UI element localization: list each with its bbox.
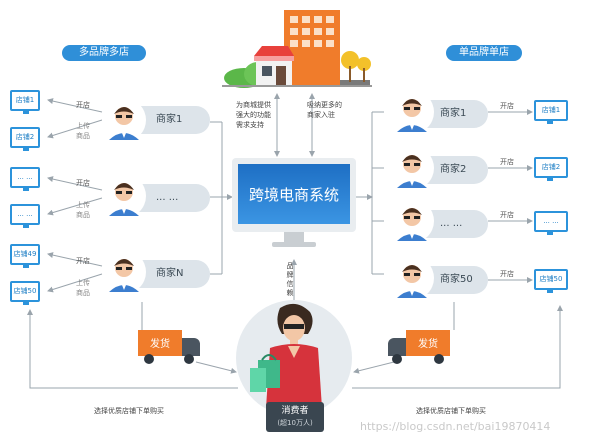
merchant-avatar-icon	[102, 250, 146, 294]
left-truck-icon: 发货	[138, 330, 204, 366]
left-upload-label-3: 上传 商品	[76, 278, 90, 298]
watermark-text: https://blog.csdn.net/bai19870414	[360, 420, 551, 433]
upload-line: 商品	[76, 132, 90, 140]
ship-label-right: 发货	[418, 339, 438, 350]
upload-line: 上传	[76, 279, 90, 287]
consumer-label-box: 消费者 (超10万人)	[266, 402, 324, 432]
consumer-circle	[236, 300, 352, 416]
left-open-label-3: 开店	[76, 257, 90, 265]
upload-line: 商品	[76, 289, 90, 297]
left-store-49[interactable]: 店铺49	[10, 244, 40, 268]
right-store-2[interactable]: 店铺2	[534, 157, 568, 181]
bottom-note-left: 选择优质店铺下单购买	[94, 407, 164, 415]
truck-cab	[182, 338, 200, 356]
right-truck-icon: 发货	[388, 330, 454, 366]
note-line: 商家入驻	[307, 111, 335, 119]
truck-cargo	[138, 330, 182, 356]
note-line: 需求支持	[236, 121, 264, 129]
truck-wheel	[392, 354, 402, 364]
truck-wheel	[434, 354, 444, 364]
merchant-name: 商家1	[440, 108, 467, 119]
note-line: 为商城提供	[236, 101, 271, 109]
single-brand-label: 单品牌单店	[446, 45, 522, 61]
merchant-avatar-icon	[102, 98, 146, 142]
truck-cargo	[406, 330, 450, 356]
merchant-avatar-icon	[390, 199, 434, 243]
merchant-name: 商家1	[156, 114, 183, 125]
merchant-name: ... ...	[156, 192, 179, 203]
right-store-50[interactable]: 店铺50	[534, 269, 568, 293]
merchant-avatar-icon	[390, 146, 434, 190]
mall-building-icon	[222, 10, 372, 88]
merchant-name: 商家50	[440, 274, 473, 285]
right-open-label-1: 开店	[500, 102, 514, 110]
right-open-label-2: 开店	[500, 158, 514, 166]
brand-credit-label: 品 牌 信 赖	[286, 262, 294, 298]
system-monitor: 跨境电商系统	[232, 158, 356, 248]
truck-cab	[388, 338, 406, 356]
upload-line: 上传	[76, 201, 90, 209]
center-note-right: 吸纳更多的 商家入驻	[307, 100, 342, 120]
note-line: 强大的功能	[236, 111, 271, 119]
left-store-3[interactable]: ... ...	[10, 167, 40, 191]
merchant-avatar-icon	[390, 256, 434, 300]
credit-char: 赖	[286, 289, 294, 297]
merchant-avatar-icon	[102, 174, 146, 218]
consumer-title: 消费者	[281, 406, 309, 416]
monitor-display	[238, 164, 350, 224]
merchant-name: ... ...	[440, 218, 463, 229]
left-open-label-1: 开店	[76, 101, 90, 109]
left-store-50[interactable]: 店铺50	[10, 281, 40, 305]
multi-brand-label: 多品牌多店	[62, 45, 146, 61]
upload-line: 商品	[76, 211, 90, 219]
right-open-label-3: 开店	[500, 211, 514, 219]
truck-wheel	[144, 354, 154, 364]
left-upload-label-2: 上传 商品	[76, 200, 90, 220]
left-open-label-2: 开店	[76, 179, 90, 187]
credit-char: 信	[286, 280, 294, 288]
upload-line: 上传	[76, 122, 90, 130]
merchant-name: 商家2	[440, 164, 467, 175]
right-open-label-4: 开店	[500, 270, 514, 278]
center-note-left: 为商城提供 强大的功能 需求支持	[236, 100, 271, 130]
left-store-2[interactable]: 店铺2	[10, 127, 40, 151]
system-title: 跨境电商系统	[248, 186, 339, 204]
consumer-subtitle: (超10万人)	[277, 419, 313, 427]
monitor-stand	[284, 232, 304, 242]
truck-wheel	[184, 354, 194, 364]
left-store-1[interactable]: 店铺1	[10, 90, 40, 114]
left-store-4[interactable]: ... ...	[10, 204, 40, 228]
credit-char: 品	[286, 262, 294, 270]
right-store-3[interactable]: ... ...	[534, 211, 568, 235]
monitor-base	[272, 242, 316, 247]
note-line: 吸纳更多的	[307, 101, 342, 109]
credit-char: 牌	[286, 271, 294, 279]
ship-label-left: 发货	[150, 339, 170, 350]
consumer-figure-icon	[250, 303, 322, 408]
left-upload-label-1: 上传 商品	[76, 121, 90, 141]
merchant-name: 商家N	[156, 268, 184, 279]
merchant-avatar-icon	[390, 90, 434, 134]
bottom-note-right: 选择优质店铺下单购买	[416, 407, 486, 415]
right-store-1[interactable]: 店铺1	[534, 100, 568, 124]
